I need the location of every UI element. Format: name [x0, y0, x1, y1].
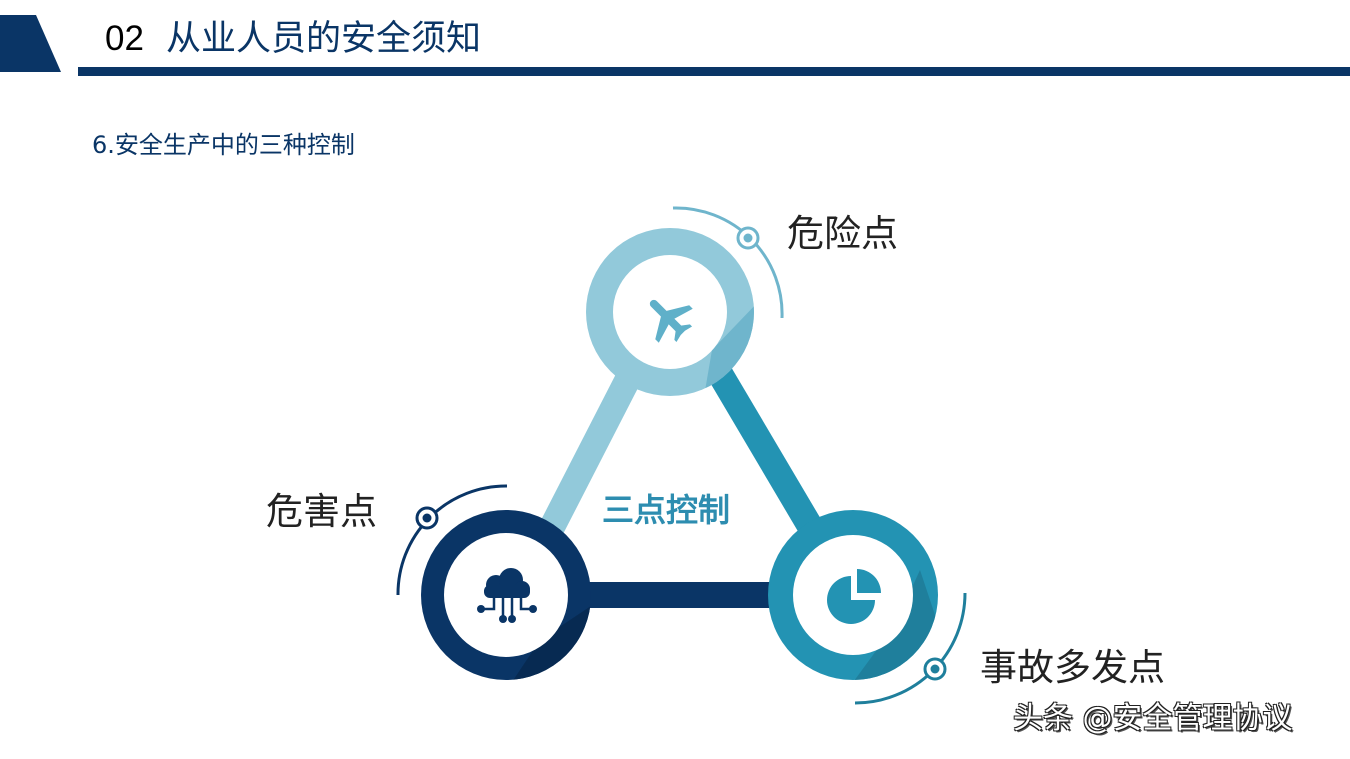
section-number: 02 — [105, 19, 144, 58]
slide-subtitle: 6.安全生产中的三种控制 — [92, 131, 355, 159]
pie-chart-icon — [827, 569, 881, 624]
header-corner-shape — [0, 15, 61, 72]
center-label: 三点控制 — [602, 491, 731, 529]
airplane-icon — [649, 299, 693, 343]
section-title: 从业人员的安全须知 — [165, 19, 481, 59]
node-bottom-right-accident-point — [768, 510, 967, 705]
label-hazard-point: 危害点 — [266, 490, 377, 533]
page-title: 02 从业人员的安全须知 — [105, 14, 481, 64]
watermark: 头条 @安全管理协议 — [1013, 701, 1293, 736]
label-accident-prone-point: 事故多发点 — [980, 646, 1165, 689]
node-bottom-left-hazard-point — [396, 484, 591, 680]
label-danger-point: 危险点 — [787, 212, 898, 255]
header-underline — [78, 67, 1350, 76]
cloud-network-icon — [477, 568, 537, 623]
